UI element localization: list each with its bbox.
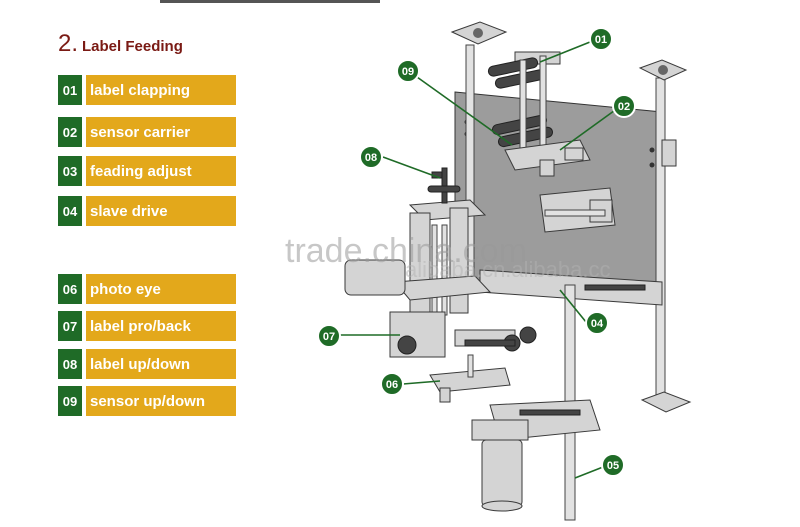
callout-02: 02 <box>612 94 636 118</box>
photo-eye-bracket <box>429 367 511 393</box>
section-number: 2. <box>58 30 79 57</box>
legend-code: 09 <box>58 386 82 416</box>
legend-code: 03 <box>58 156 82 186</box>
left-motor <box>344 259 406 296</box>
svg-text:02: 02 <box>618 101 630 113</box>
legend-item: 09 sensor up/down <box>58 386 236 416</box>
legend-label: photo eye <box>86 274 236 304</box>
callout-06: 06 <box>380 372 404 396</box>
legend-label: slave drive <box>86 196 236 226</box>
legend-label: sensor up/down <box>86 386 236 416</box>
legend-item: 06 photo eye <box>58 274 236 304</box>
legend-label: label pro/back <box>86 311 236 341</box>
legend-item: 04 slave drive <box>58 196 236 226</box>
svg-text:01: 01 <box>595 34 607 46</box>
legend-code: 01 <box>58 75 82 105</box>
legend-label: label up/down <box>86 349 236 379</box>
svg-text:09: 09 <box>402 66 414 78</box>
callout-01: 01 <box>589 27 613 51</box>
legend-item: 01 label clapping <box>58 75 236 105</box>
legend-item: 08 label up/down <box>58 349 236 379</box>
watermark-sub: alibaba.cn.alibaba.cc <box>405 257 610 282</box>
legend-item: 03 feading adjust <box>58 156 236 186</box>
legend-code: 02 <box>58 117 82 147</box>
legend-item: 02 sensor carrier <box>58 117 236 147</box>
handwheel <box>427 185 461 193</box>
section-heading: 2. Label Feeding <box>58 30 183 60</box>
legend-code: 08 <box>58 349 82 379</box>
legend-item: 07 label pro/back <box>58 311 236 341</box>
legend-label: feading adjust <box>86 156 236 186</box>
svg-text:08: 08 <box>365 152 377 164</box>
top-edge-fragment <box>160 0 380 3</box>
legend-label: sensor carrier <box>86 117 236 147</box>
right-column-base <box>640 391 692 413</box>
legend-code: 04 <box>58 196 82 226</box>
callout-08: 08 <box>359 145 383 169</box>
svg-text:04: 04 <box>591 318 604 330</box>
right-column <box>655 77 666 399</box>
svg-text:05: 05 <box>607 460 619 472</box>
svg-text:06: 06 <box>386 379 398 391</box>
callout-09: 09 <box>396 59 420 83</box>
watermark: trade.china.com <box>285 232 527 270</box>
section-title: Label Feeding <box>82 38 183 55</box>
callout-04: 04 <box>585 311 609 335</box>
legend-label: label clapping <box>86 75 236 105</box>
bottom-motor <box>481 439 523 507</box>
legend-code: 07 <box>58 311 82 341</box>
callout-05: 05 <box>601 453 625 477</box>
callout-07: 07 <box>317 324 341 348</box>
legend-code: 06 <box>58 274 82 304</box>
svg-text:07: 07 <box>323 331 335 343</box>
